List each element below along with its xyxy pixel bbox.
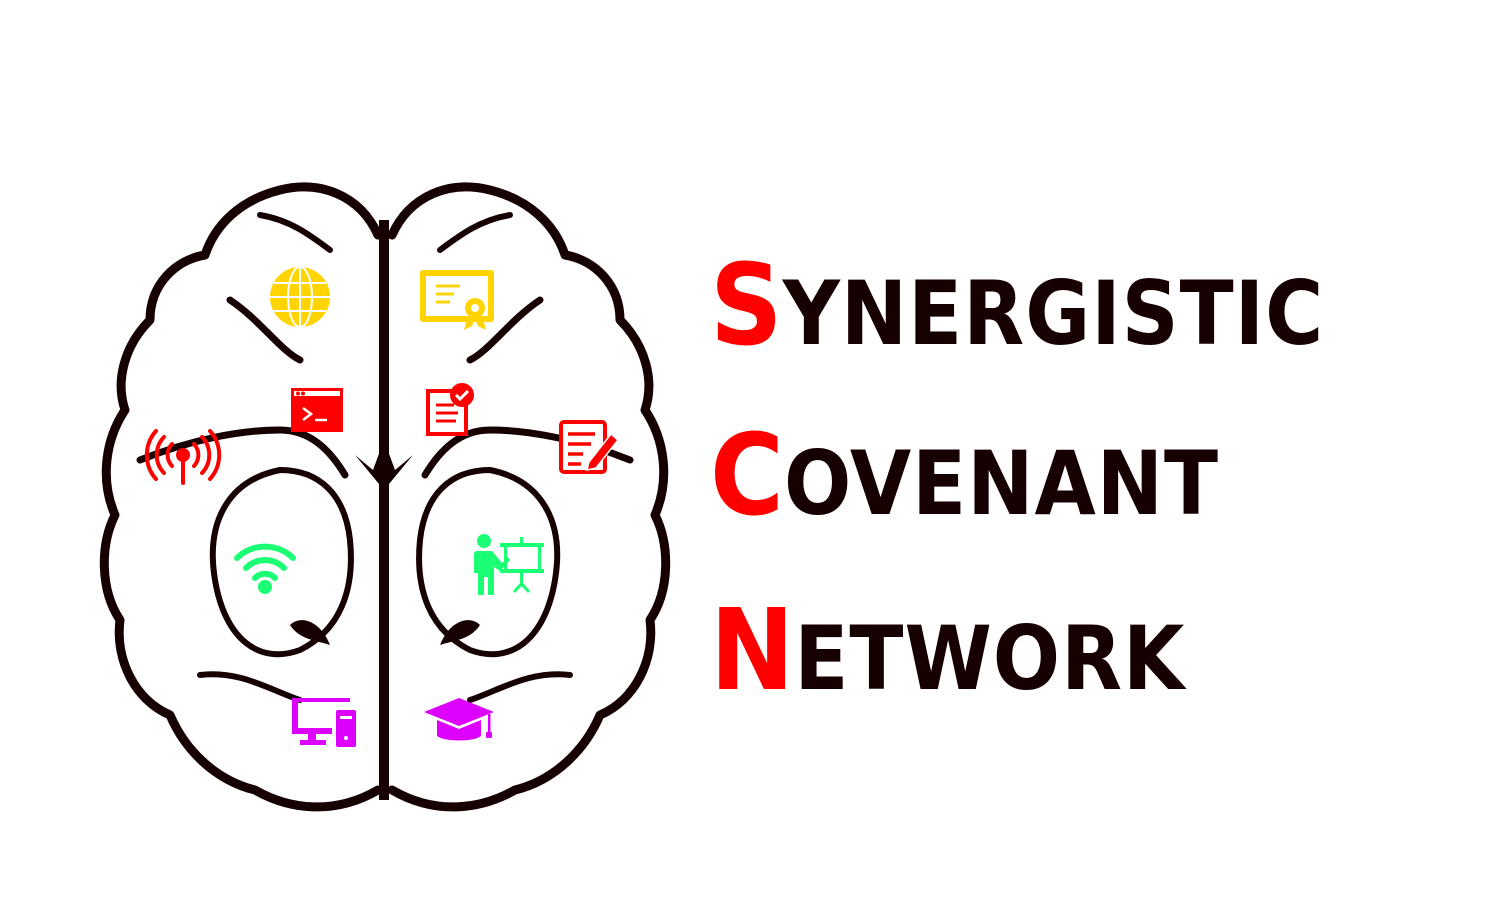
desktop-computer-icon: [292, 698, 356, 747]
brain-outline: [99, 182, 671, 812]
central-fissure: [290, 220, 480, 800]
wifi-icon: [234, 543, 296, 594]
word-rest: YNERGISTIC: [782, 262, 1325, 365]
checked-document-icon: [426, 383, 474, 436]
word-rest: OVENANT: [783, 432, 1220, 535]
word-rest: ETWORK: [794, 607, 1186, 710]
initial-s: S: [710, 241, 783, 371]
wordmark-network: NETWORK: [710, 595, 1185, 707]
initial-c: C: [710, 411, 784, 541]
presentation-teacher-icon: [474, 534, 544, 595]
terminal-icon: [291, 388, 343, 432]
initial-n: N: [710, 586, 795, 716]
wordmark-synergistic: SYNERGISTIC: [710, 250, 1324, 362]
certificate-icon: [420, 270, 494, 330]
globe-icon: [270, 266, 330, 328]
graduation-cap-icon: [424, 698, 494, 741]
wordmark-covenant: COVENANT: [710, 420, 1219, 532]
edit-document-icon: [559, 420, 620, 474]
broadcast-antenna-icon: [144, 429, 222, 485]
